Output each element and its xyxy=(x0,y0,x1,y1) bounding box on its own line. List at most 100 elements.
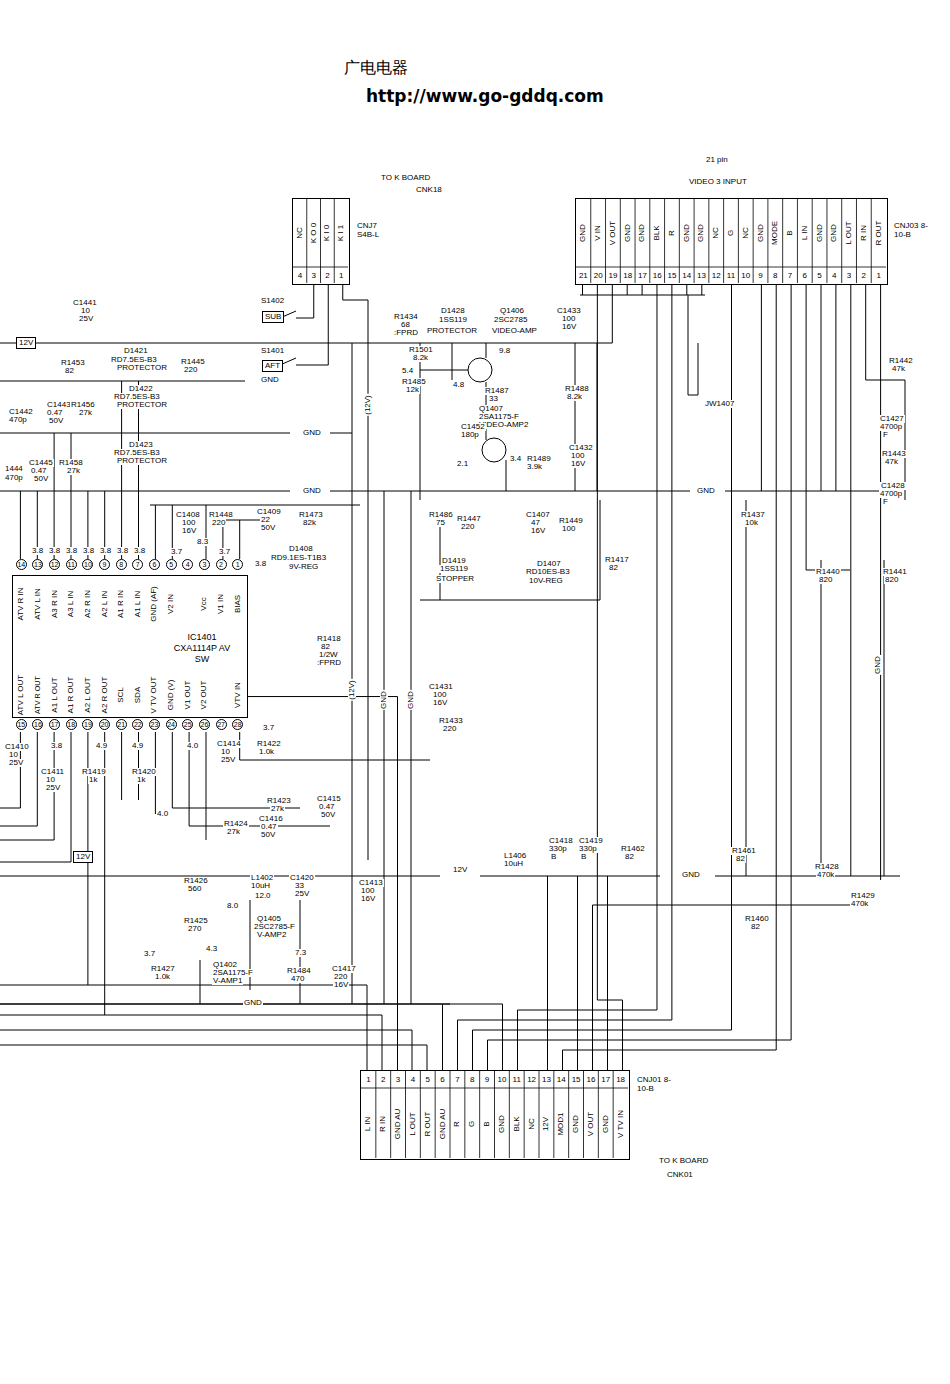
pin-divider xyxy=(664,199,665,283)
pin-name: V TV OUT xyxy=(150,677,158,714)
pin-divider xyxy=(479,1071,480,1158)
component-label: 4.8 xyxy=(452,381,465,389)
pin-divider xyxy=(605,199,606,283)
component-label: R1453 xyxy=(60,359,86,367)
component-label: 470k xyxy=(850,900,869,908)
pin-name: R xyxy=(668,230,676,236)
pin-name: A1 L IN xyxy=(134,591,142,617)
component-label: R1419 xyxy=(81,768,107,776)
component-label: 3.8 xyxy=(48,547,61,555)
component-label: 4.9 xyxy=(131,742,144,750)
component-label: 220 xyxy=(460,523,475,531)
pin-divider xyxy=(306,199,307,283)
pin-divider xyxy=(797,199,798,283)
pin-divider xyxy=(826,199,827,283)
pin-name: GND xyxy=(816,224,824,242)
pin-divider xyxy=(635,199,636,283)
pin-number: 1 xyxy=(339,272,343,280)
pin-divider xyxy=(812,199,813,283)
pin-number: 7 xyxy=(788,272,792,280)
pin-divider xyxy=(590,199,591,283)
pin-divider xyxy=(708,199,709,283)
pin-number: 1 xyxy=(366,1076,370,1084)
pin-number: 17 xyxy=(49,719,60,730)
pin-number: 5 xyxy=(166,559,177,570)
lower-rail-wires xyxy=(200,876,900,1004)
component-label: 7.3 xyxy=(294,949,307,957)
pin-name: R IN xyxy=(860,225,868,241)
pin-number: 10 xyxy=(497,1076,506,1084)
pin-name: V2 OUT xyxy=(200,681,208,710)
ic-heading: IC1401 CXA1114P AV SW xyxy=(171,632,233,664)
signal-wire xyxy=(473,285,732,1070)
pin-divider xyxy=(524,1071,525,1158)
pin-number: 4 xyxy=(832,272,836,280)
pin-number: 15 xyxy=(572,1076,581,1084)
component-label: 330p xyxy=(548,845,568,853)
pin-name: GND xyxy=(697,224,705,242)
component-label: 560 xyxy=(187,885,202,893)
component-label: 16V xyxy=(333,981,349,989)
signal-wire xyxy=(597,285,622,1070)
component-label: R1448 xyxy=(208,511,234,519)
left-bus-wires xyxy=(0,876,443,1070)
component-label: D1423 xyxy=(128,441,154,449)
component-label: 270 xyxy=(187,925,202,933)
signal-wire xyxy=(488,285,792,1070)
component-label: 3.7 xyxy=(262,724,275,732)
pin-divider xyxy=(613,1071,614,1158)
component-label: 100 xyxy=(561,315,576,323)
component-label: 100 xyxy=(570,452,585,460)
pin-name: L OUT xyxy=(845,221,853,244)
component-label: 12.0 xyxy=(254,892,272,900)
vertical-supply-wires xyxy=(352,300,411,1004)
component-label: GND xyxy=(260,376,280,384)
pin-number: 16 xyxy=(653,272,662,280)
component-label: D1422 xyxy=(128,385,154,393)
pin-name: SDA xyxy=(134,687,142,703)
component-label: 2SC2785-F xyxy=(253,923,296,931)
pin-divider xyxy=(583,1071,584,1158)
component-label: 50V xyxy=(33,475,49,483)
component-label: C1420 xyxy=(289,874,315,882)
pin-name: ATV R OUT xyxy=(34,676,41,714)
pin-divider xyxy=(871,199,872,283)
pin-divider xyxy=(782,199,783,283)
part-heading: CNJ01 8-10-B xyxy=(637,1075,677,1093)
watermark: http://www.go-gddq.com xyxy=(365,88,605,105)
pin-divider xyxy=(856,199,857,283)
pin-number: 17 xyxy=(638,272,647,280)
connector-block: CNJ7 S4B-LNCK O 0K I 0K I 14321 xyxy=(292,198,350,285)
component-label: C1432 xyxy=(568,444,594,452)
signal-wire xyxy=(248,697,398,1070)
component-label: 50V xyxy=(260,831,276,839)
pin-divider xyxy=(539,1071,540,1158)
component-label: 3.8 xyxy=(133,547,146,555)
component-label: 2SA1175-F xyxy=(478,413,520,421)
pin-name: A2 L OUT xyxy=(84,677,92,712)
pin-number: 25 xyxy=(182,719,193,730)
pin-divider xyxy=(405,1071,406,1158)
component-label: R1422 xyxy=(256,740,282,748)
component-label: 47k xyxy=(884,458,899,466)
pin-name: BLK xyxy=(653,225,661,240)
pin-name: MOD1 xyxy=(557,1112,565,1135)
component-label: R1447 xyxy=(456,515,482,523)
pin-name: GND AU xyxy=(394,1109,402,1140)
ic-top-pin-wires xyxy=(20,381,360,559)
pin-number: 18 xyxy=(623,272,632,280)
component-label: JW1407 xyxy=(704,400,735,408)
component-label: 3.4 xyxy=(509,455,522,463)
component-label: VIDEO-AMP2 xyxy=(478,421,529,429)
pin-number: 24 xyxy=(166,719,177,730)
component-label: 82 xyxy=(608,564,619,572)
pin-name: GND (V) xyxy=(167,680,175,711)
pin-number: 20 xyxy=(594,272,603,280)
pin-number: 19 xyxy=(608,272,617,280)
pin-number: 10 xyxy=(82,559,93,570)
component-label: R1460 xyxy=(744,915,770,923)
pin-divider xyxy=(375,1071,376,1158)
pin-divider xyxy=(509,1071,510,1158)
component-label: 470p xyxy=(8,416,28,424)
pin-name: L IN xyxy=(364,1117,372,1131)
